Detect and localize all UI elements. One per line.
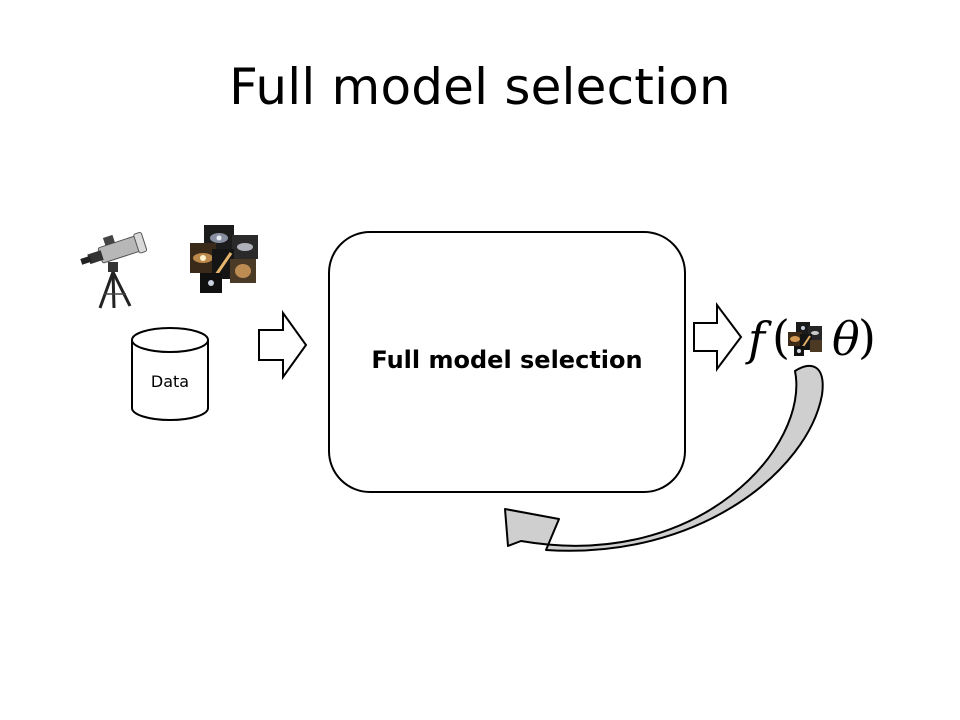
formula-open-paren: (	[772, 310, 790, 364]
formula-galaxy-icon	[788, 322, 822, 356]
output-arrow	[693, 302, 743, 372]
formula-parameter: θ	[832, 312, 860, 366]
galaxy-images-icon	[190, 225, 258, 293]
process-label: Full model selection	[371, 346, 643, 374]
formula-function: f	[748, 312, 766, 366]
telescope-icon	[80, 231, 148, 309]
process-box	[328, 231, 686, 493]
input-arrow	[258, 309, 308, 381]
database-label: Data	[150, 372, 190, 391]
database-cylinder-icon	[131, 327, 209, 421]
formula-close-paren: )	[858, 310, 876, 364]
feedback-arrow	[504, 364, 824, 552]
slide-title: Full model selection	[229, 58, 731, 116]
